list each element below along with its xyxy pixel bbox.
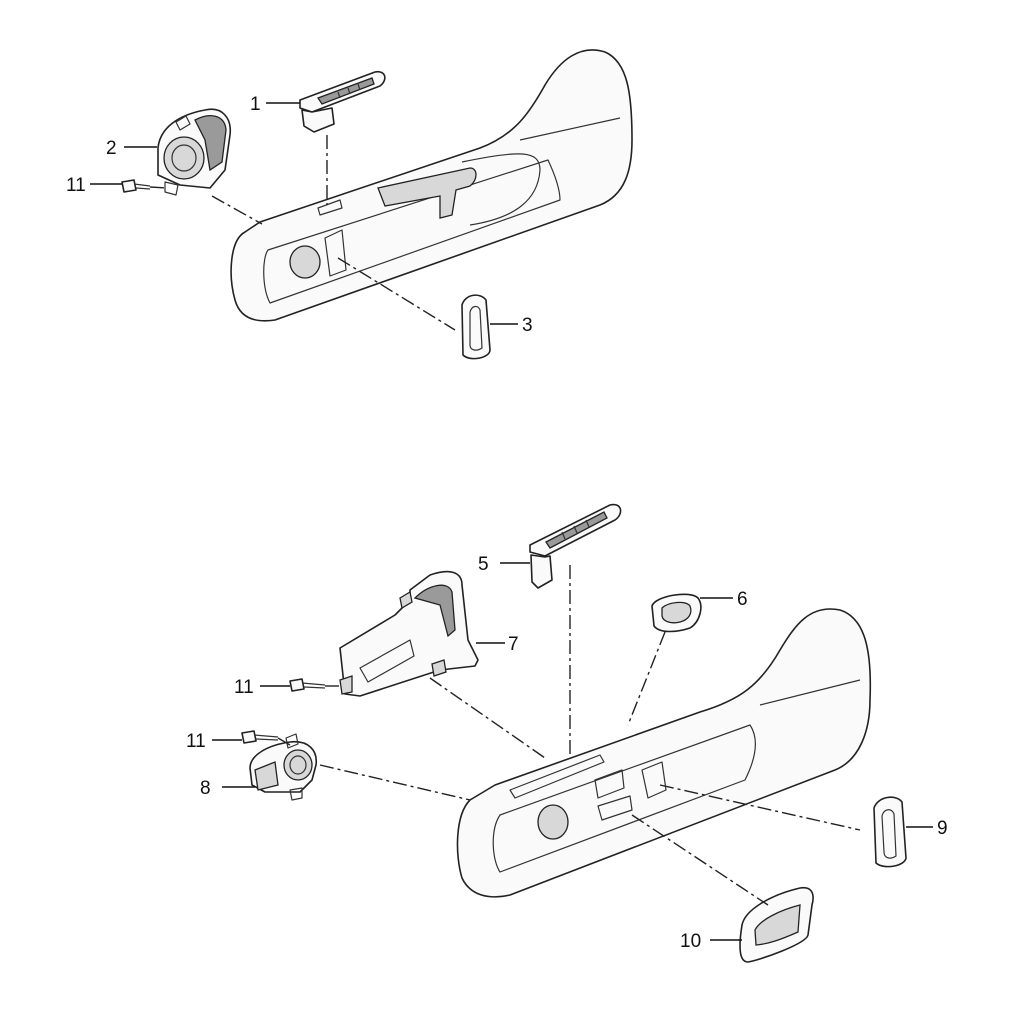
connector-part-9	[659, 784, 861, 831]
bottom-assembly	[212, 503, 933, 963]
callout-11-top: 11	[66, 175, 86, 196]
connector-part-6	[627, 631, 666, 726]
part-11-screw-middle	[289, 678, 326, 692]
part-10-switch-cover	[739, 886, 814, 963]
part-7-mounting-bracket	[339, 570, 479, 697]
part-3-switch-cap	[461, 294, 491, 360]
part-8-knob-housing	[249, 733, 317, 801]
callout-7: 7	[508, 634, 519, 655]
callout-3: 3	[522, 315, 533, 336]
connector-part-8	[319, 764, 471, 801]
part-9-switch-cap	[873, 796, 907, 868]
part-2-knob-housing	[157, 108, 231, 196]
part-6-bezel	[651, 593, 702, 633]
side-trim-panel-bottom	[456, 608, 872, 898]
callout-8: 8	[200, 778, 211, 799]
callout-5: 5	[478, 554, 489, 575]
part-1-seat-switch	[299, 70, 386, 133]
connector-part-11-lower	[277, 737, 291, 746]
part-5-memory-switch	[529, 503, 622, 589]
connector-part-3	[337, 257, 456, 331]
connector-part-7	[429, 677, 546, 759]
part-11-screw-lower	[241, 730, 279, 744]
callout-6: 6	[737, 589, 748, 610]
top-assembly	[90, 49, 633, 360]
part-11-screw-top	[121, 179, 151, 193]
callout-2: 2	[106, 138, 117, 159]
connector-part-2	[211, 195, 263, 225]
callout-10: 10	[680, 931, 701, 952]
callout-9: 9	[937, 818, 948, 839]
callout-labels: 1 2 11 3 5 6 7 11 11 8 9 10	[66, 94, 948, 952]
connector-part-10	[631, 814, 769, 906]
callout-11-lower: 11	[186, 731, 206, 752]
side-trim-panel-top	[230, 49, 633, 322]
callout-1: 1	[250, 94, 261, 115]
connector-part-11-top	[149, 186, 169, 189]
callout-11-middle: 11	[234, 677, 254, 698]
